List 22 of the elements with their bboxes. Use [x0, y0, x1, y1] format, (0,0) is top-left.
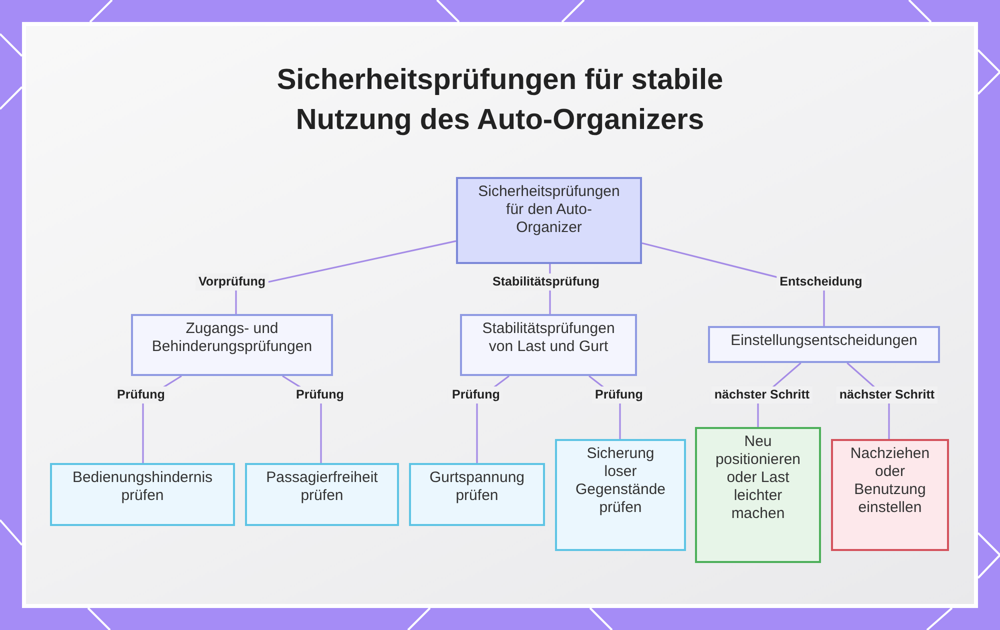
category-box — [460, 314, 637, 376]
diagram-title: Sicherheitsprüfungen für stabile Nutzung des Auto-Organizers — [276, 63, 724, 138]
node-text: Nachziehen oder Benutzung einstellen — [849, 444, 931, 517]
node-text: Passagierfreiheit prüfen — [265, 468, 379, 505]
check-step-box — [555, 439, 686, 551]
node-text: Stabilitätsprüfungen von Last und Gurt — [481, 319, 616, 356]
node-text: Einstellungsentscheidungen — [730, 331, 918, 350]
check-step-box — [409, 463, 545, 526]
node-text: Zugangs- und Behinderungsprüfungen — [150, 319, 314, 356]
node-text: Neu positionieren oder Last leichter machen — [714, 432, 802, 523]
topic-box — [456, 177, 642, 264]
check-step-box — [50, 463, 235, 526]
node-text: Sicherung loser Gegenstände prüfen — [574, 444, 667, 517]
edge-label: nächster Schritt — [836, 386, 938, 404]
node-text: Gurtspannung prüfen — [428, 468, 526, 505]
category-box — [708, 326, 940, 363]
outcome-box — [831, 439, 949, 551]
node-text: Bedienungshindernis prüfen — [71, 468, 214, 505]
node-text: Sicherheitsprüfungen für den Auto-Organizer — [477, 182, 621, 237]
category-box — [131, 314, 333, 376]
outcome-box — [695, 427, 821, 563]
check-step-box — [245, 463, 399, 526]
